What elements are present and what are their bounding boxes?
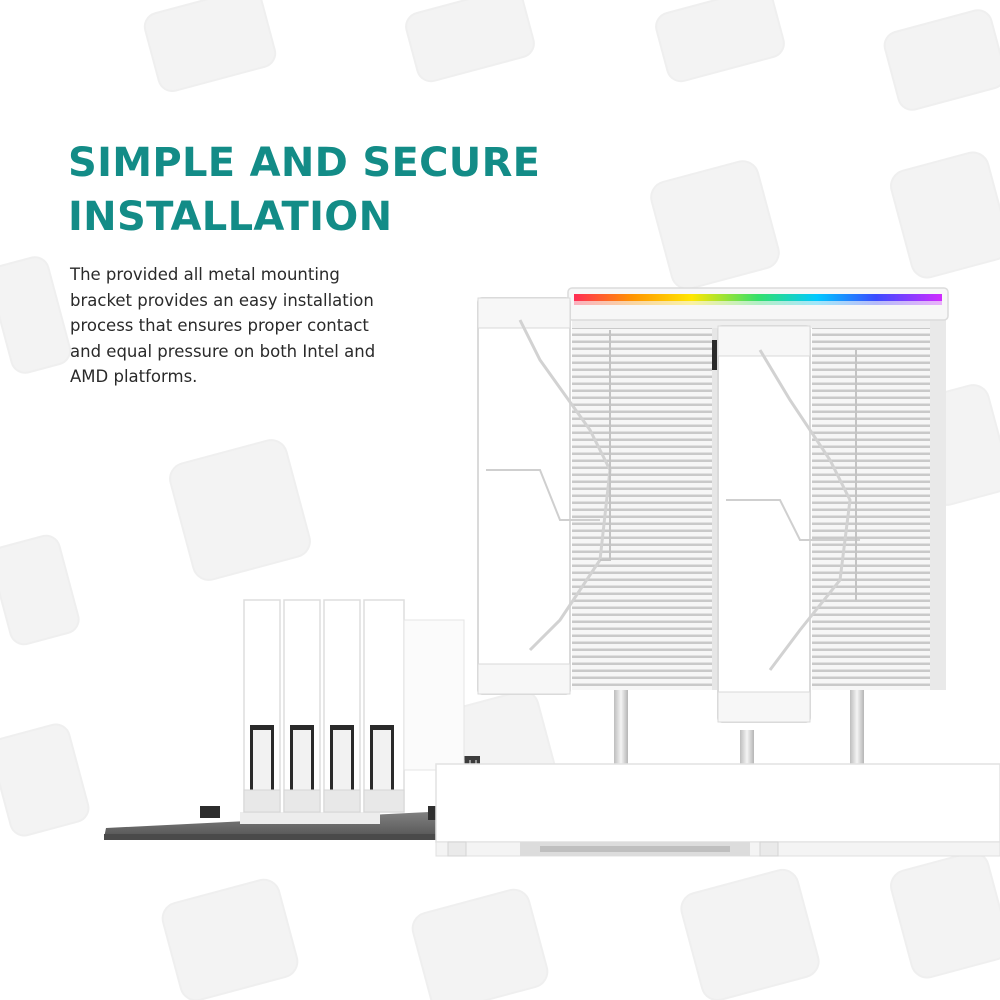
description-line-2: bracket provides an easy installation: [70, 290, 374, 310]
memory-modules: [240, 599, 465, 824]
description-line-3: process that ensures proper contact: [70, 316, 369, 335]
fan-clips: [600, 330, 857, 600]
mounting-bracket: [435, 763, 1000, 857]
feature-description: The provided all metal mounting bracket …: [70, 262, 450, 390]
rear-fan: [717, 325, 860, 723]
rgb-top-cover: [567, 287, 949, 321]
heatsink-tower: [572, 318, 946, 690]
description-line-1: The provided all metal mounting: [70, 265, 340, 284]
feature-headline-line-1: SIMPLE AND SECURE: [68, 140, 541, 186]
heatpipes: [614, 690, 864, 770]
description-line-5: AMD platforms.: [70, 367, 198, 386]
feature-headline: SIMPLE AND SECURE INSTALLATION: [68, 136, 540, 244]
feature-headline-line-2: INSTALLATION: [68, 194, 393, 240]
description-line-4: and equal pressure on both Intel and: [70, 341, 376, 361]
